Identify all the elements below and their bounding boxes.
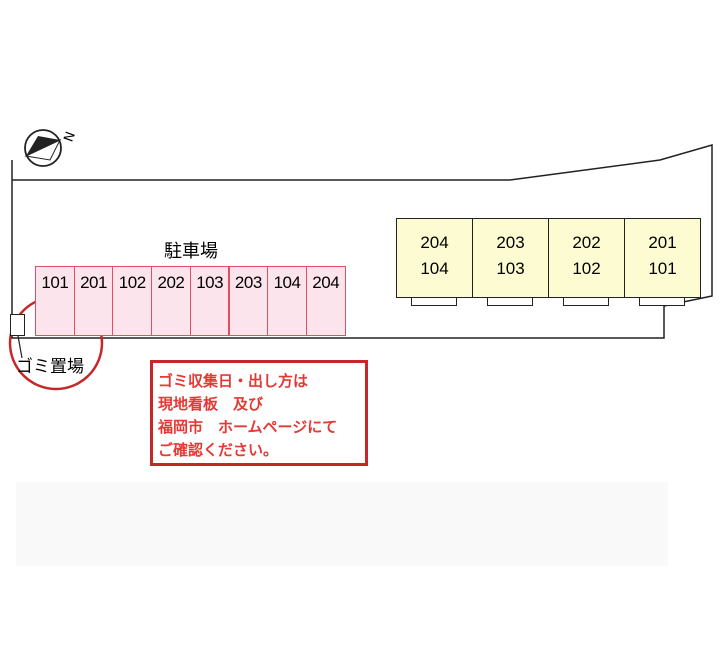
garbage-leader-line — [17, 335, 23, 359]
unit-entrance-step — [411, 298, 457, 306]
notice-line: ゴミ収集日・出し方は — [158, 372, 309, 390]
stall-number: 201 — [80, 273, 107, 292]
notice-line: ご確認ください。 — [158, 441, 279, 459]
parking-label: 駐車場 — [164, 241, 218, 262]
stall-number: 103 — [196, 273, 224, 292]
unit-entrance-step — [487, 298, 533, 306]
stall-number: 202 — [157, 273, 185, 292]
unit-upper-number: 204 — [420, 233, 449, 252]
unit-lower-number: 103 — [496, 259, 525, 278]
parking-stall: 104 — [267, 266, 307, 336]
unit-lower-number: 101 — [648, 259, 677, 278]
parking-stall: 103 — [189, 266, 230, 336]
stall-number: 102 — [118, 273, 146, 292]
unit-upper-number: 203 — [496, 233, 525, 252]
notice-line: 現地看板 及び — [158, 395, 264, 413]
parking-stall: 102 — [112, 266, 153, 336]
unit-entrance-step — [563, 298, 609, 306]
parking-stall: 101 — [35, 266, 75, 336]
stall-number: 204 — [312, 273, 340, 292]
unit-entrance-step — [639, 298, 685, 306]
parking-stall: 203 — [228, 266, 269, 336]
parking-stall: 202 — [151, 266, 191, 336]
unit-lower-number: 102 — [572, 259, 601, 278]
notice-box: ゴミ収集日・出し方は 現地看板 及び 福岡市 ホームページにて ご確認ください。 — [150, 360, 368, 466]
parking-stall: 201 — [73, 266, 114, 336]
compass-icon: N — [24, 129, 79, 167]
unit-upper-number: 202 — [572, 233, 601, 252]
stall-number: 203 — [234, 273, 262, 292]
faded-area — [16, 482, 668, 566]
stall-number: 104 — [273, 273, 301, 292]
notice-line: 福岡市 ホームページにて — [158, 418, 338, 436]
parking-stall: 204 — [305, 266, 346, 336]
unit-upper-number: 201 — [648, 233, 677, 252]
unit-lower-number: 104 — [420, 259, 449, 278]
garbage-label: ゴミ置場 — [16, 357, 84, 377]
compass-letter: N — [62, 130, 79, 144]
property-boundary — [11, 144, 713, 339]
garbage-box — [10, 314, 25, 336]
stall-number: 101 — [41, 273, 69, 292]
